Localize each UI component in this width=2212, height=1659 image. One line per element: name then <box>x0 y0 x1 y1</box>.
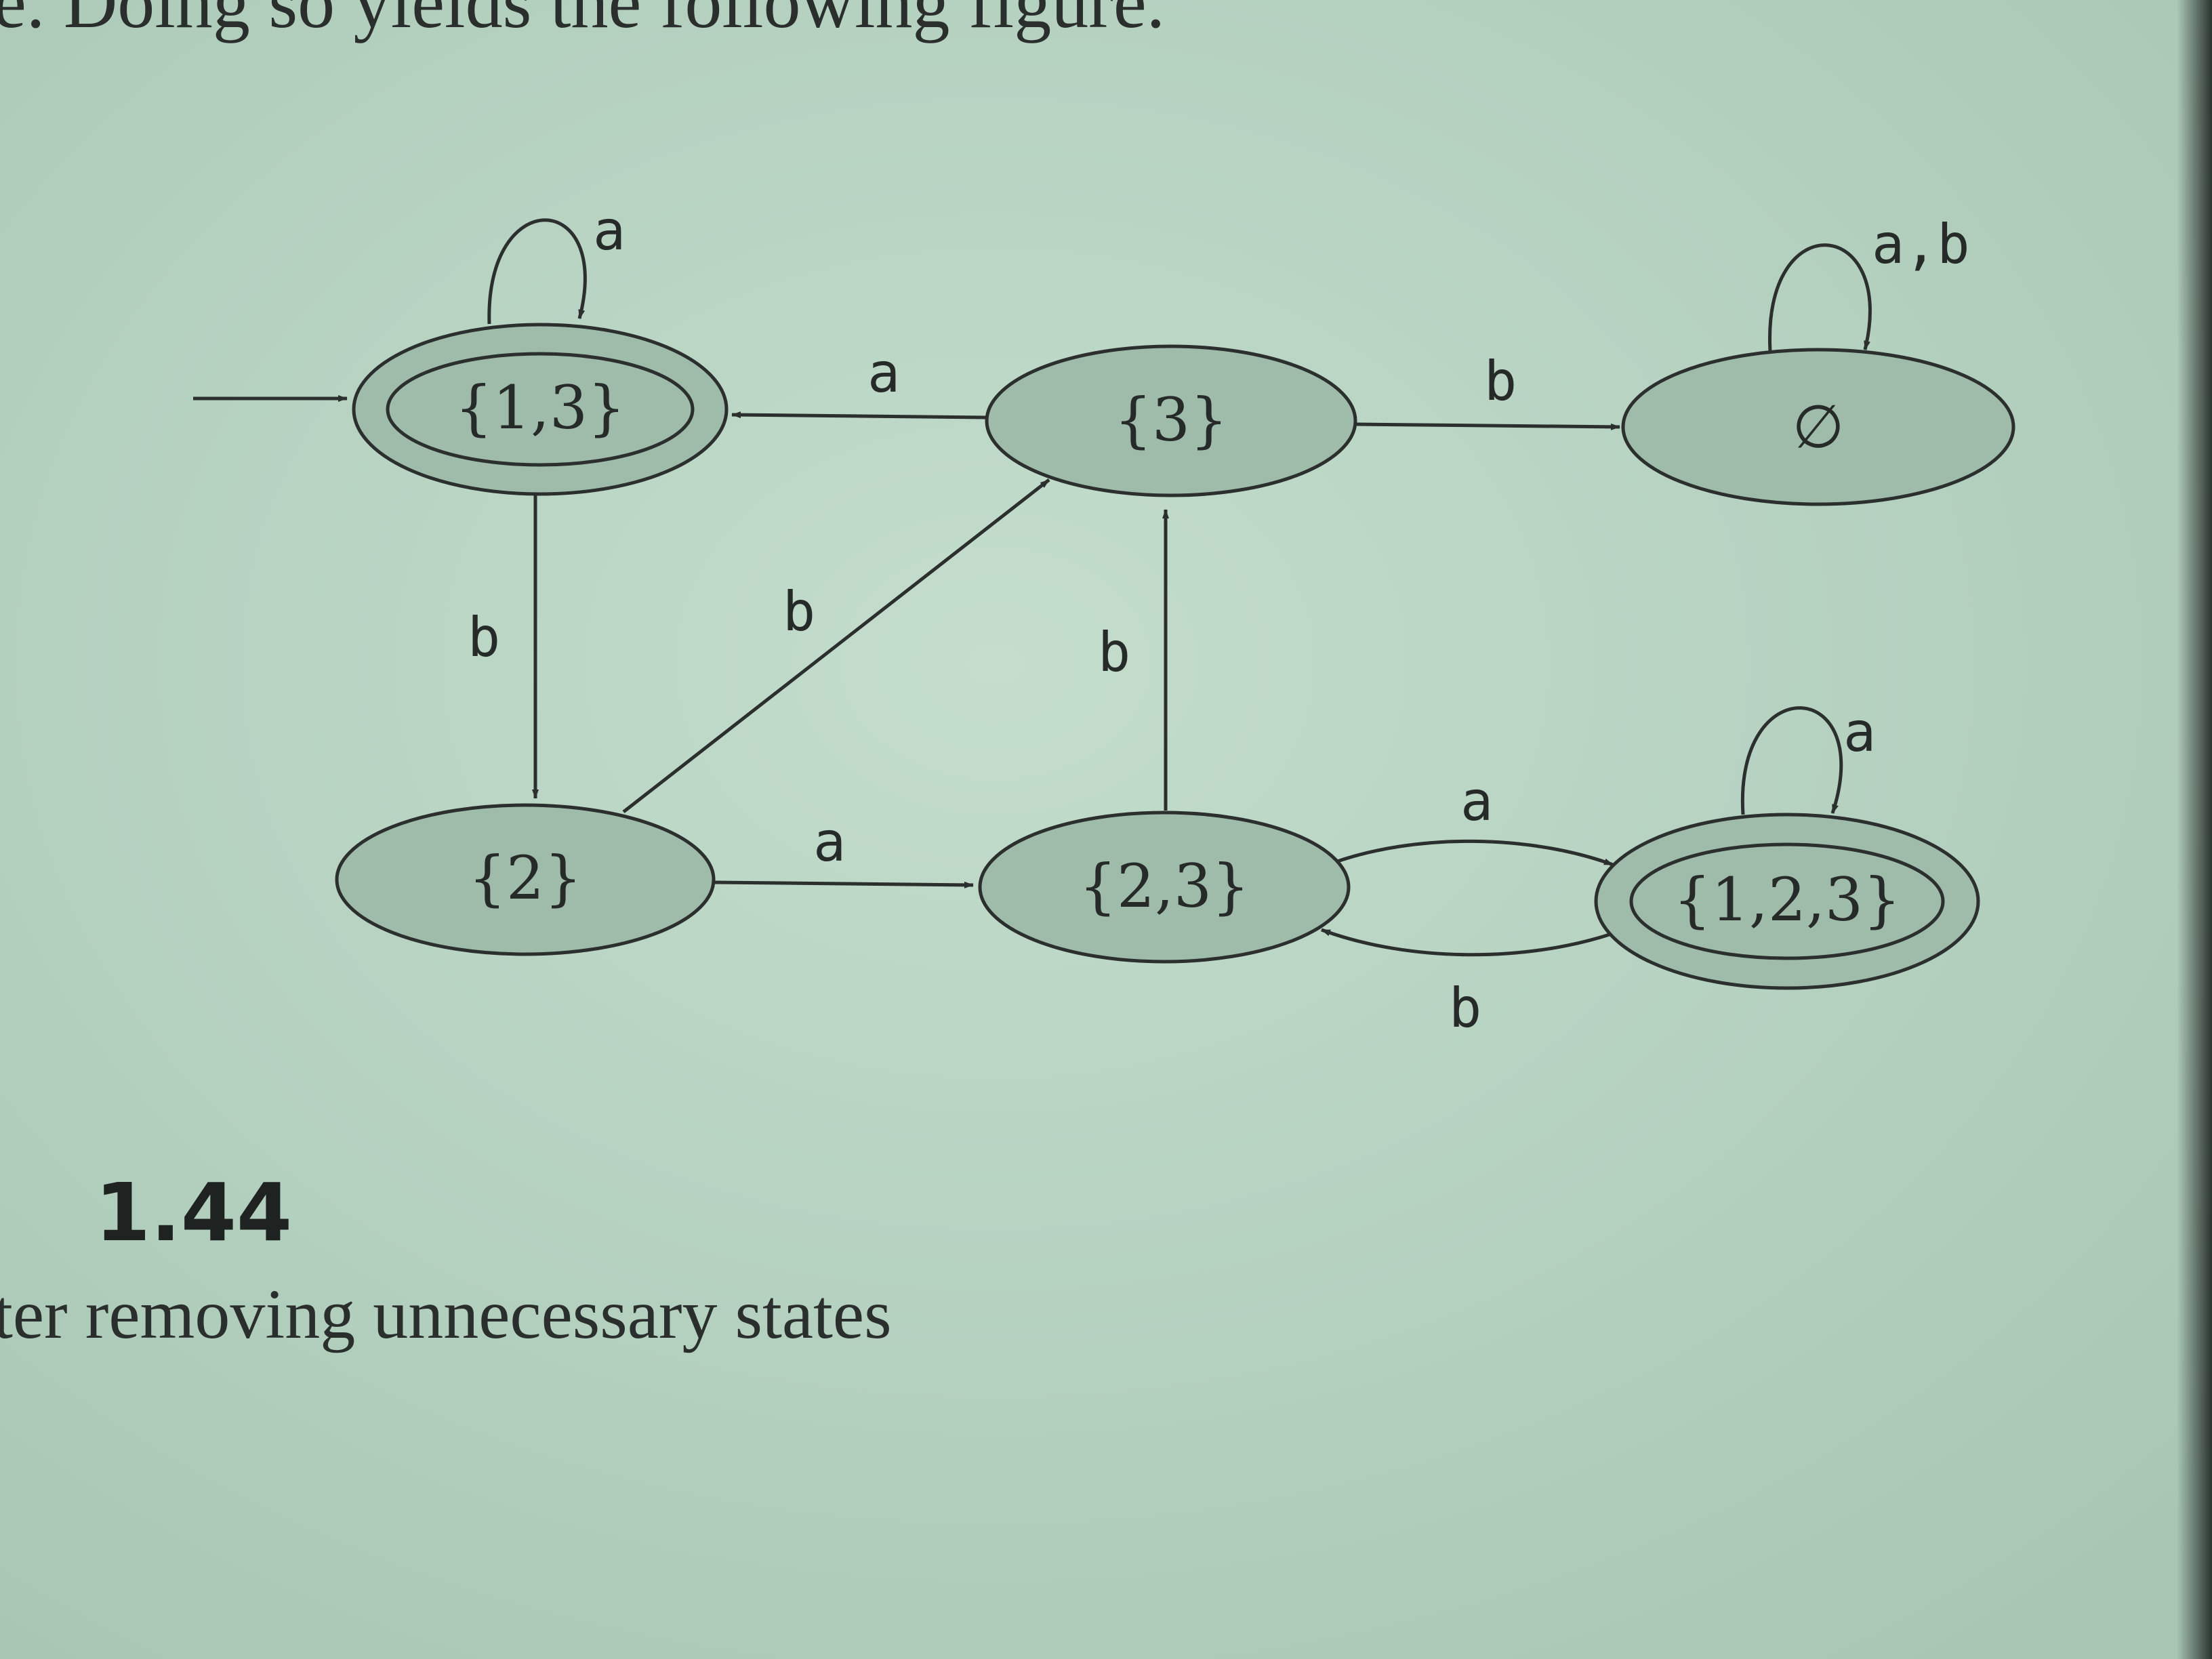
edge-label-s23-to-s123: a <box>1460 770 1493 833</box>
state-2-3: {2,3} <box>978 811 1351 964</box>
book-spine-shadow <box>2177 0 2212 1659</box>
state-label: {1,3} <box>455 373 626 443</box>
state-2: {2} <box>335 803 716 956</box>
state-empty: ∅ <box>1621 348 2015 506</box>
state-label: ∅ <box>1793 392 1845 462</box>
body-text-top-line: e. Doing so yields the following figure. <box>0 0 1166 43</box>
edge-s123-to-s23-b <box>1321 928 1612 957</box>
edge-label-s2-to-s23: a <box>813 811 846 874</box>
accept-ring <box>386 352 695 467</box>
edge-sempty-loop-ab <box>1768 243 1872 352</box>
edge-label-s3-to-sempty: b <box>1484 350 1517 413</box>
edge-s13-loop-a <box>487 218 587 325</box>
state-label: {1,2,3} <box>1673 865 1901 935</box>
edge-label-s123-loop: a <box>1843 701 1876 764</box>
edge-label-sempty-loop: a,b <box>1872 213 1970 276</box>
edge-label-s2-to-s3: b <box>783 580 815 643</box>
figure-number: 1.44 <box>95 1166 293 1259</box>
accept-ring <box>1629 842 1945 960</box>
edge-s23-to-s123-a <box>1329 839 1614 867</box>
state-3: {3} <box>985 344 1357 497</box>
edge-label-s13-to-s2: b <box>468 606 500 669</box>
state-label: {2,3} <box>1079 851 1250 921</box>
edge-label-s123-to-s23: b <box>1449 977 1481 1040</box>
edge-s3-to-sempty-b <box>1355 422 1620 430</box>
state-label: {2} <box>468 843 582 913</box>
state-1-3: {1,3} <box>352 323 729 496</box>
edge-s2-to-s3-b <box>622 478 1050 813</box>
edge-label-s3-to-s13: a <box>867 342 900 405</box>
state-1-2-3: {1,2,3} <box>1594 813 1980 990</box>
figure-caption: ter removing unnecessary states <box>0 1275 892 1353</box>
edge-s2-to-s23-a <box>714 880 974 888</box>
edge-s123-loop-a <box>1740 706 1843 815</box>
edge-label-s13-loop: a <box>593 199 626 262</box>
edge-s3-to-s13-a <box>731 411 987 419</box>
edge-label-s23-to-s3: b <box>1098 621 1130 684</box>
state-label: {3} <box>1114 385 1228 455</box>
